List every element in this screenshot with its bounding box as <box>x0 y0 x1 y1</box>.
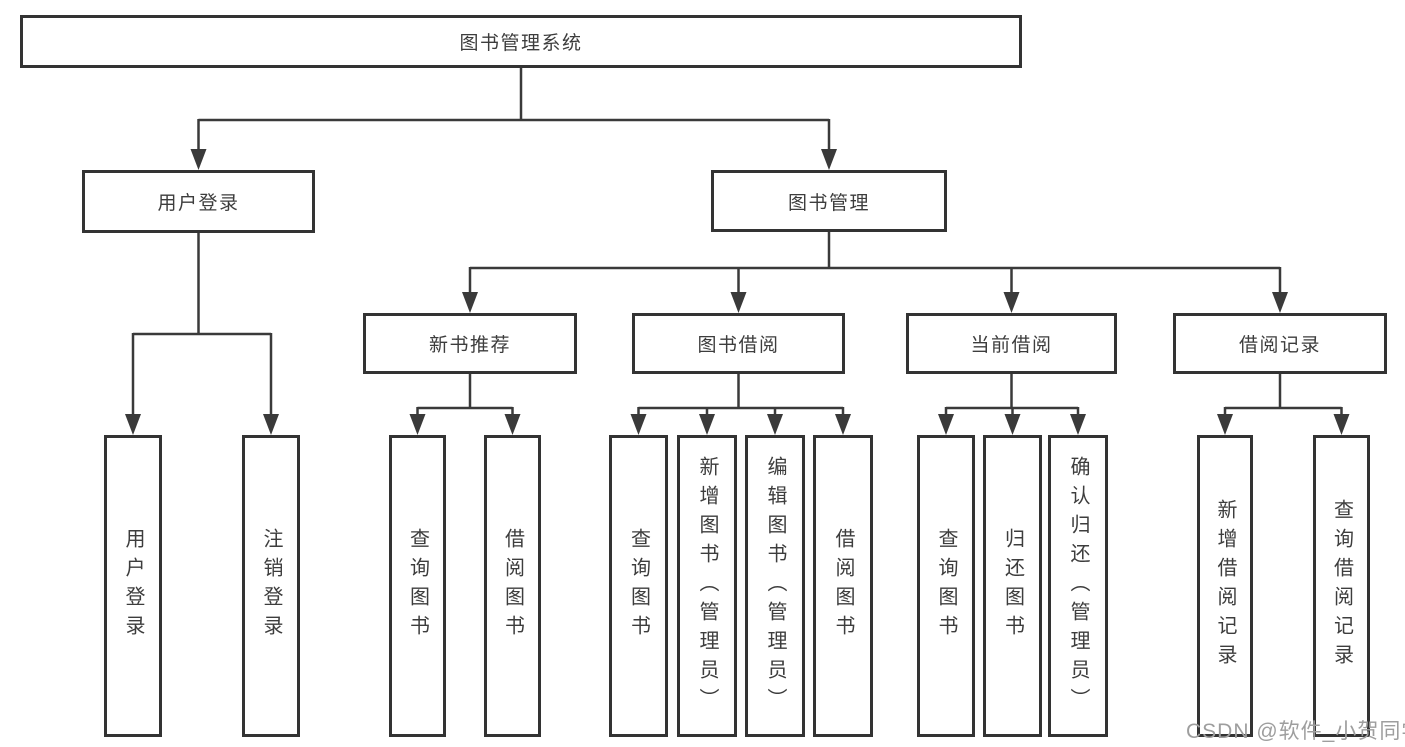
node-query-books-current: 查询图书 <box>917 435 975 737</box>
node-borrow-books-recommend: 借阅图书 <box>484 435 541 737</box>
node-label: 图书借阅 <box>697 335 780 356</box>
node-user-login-group: 用户登录 <box>82 170 315 233</box>
node-label: 用户登录 <box>157 193 240 214</box>
node-label: 借阅图书 <box>501 528 524 644</box>
node-label: 新增借阅记录 <box>1214 499 1236 673</box>
node-book-borrowing: 图书借阅 <box>632 313 845 374</box>
node-confirm-return-admin: 确认归还（管理员） <box>1048 435 1108 737</box>
node-label: 注销登录 <box>260 528 282 644</box>
node-label: 查询图书 <box>406 528 429 644</box>
node-borrowing-records: 借阅记录 <box>1173 313 1387 374</box>
node-borrow-books: 借阅图书 <box>813 435 873 737</box>
node-query-borrow-record: 查询借阅记录 <box>1313 435 1370 737</box>
node-label: 借阅图书 <box>832 528 854 644</box>
node-label: 图书管理系统 <box>459 33 583 54</box>
node-logout: 注销登录 <box>242 435 300 737</box>
node-user-login: 用户登录 <box>104 435 162 737</box>
node-query-books-borrow: 查询图书 <box>609 435 668 737</box>
node-book-management: 图书管理 <box>711 170 947 232</box>
node-label: 归还图书 <box>1001 528 1024 644</box>
node-return-book: 归还图书 <box>983 435 1042 737</box>
node-label: 新书推荐 <box>428 335 511 356</box>
node-new-book-recommendation: 新书推荐 <box>363 313 577 374</box>
node-label: 图书管理 <box>787 192 870 214</box>
node-label: 借阅记录 <box>1238 335 1321 356</box>
node-current-borrowing: 当前借阅 <box>906 313 1117 374</box>
node-label: 新增图书（管理员） <box>696 455 718 717</box>
node-label: 查询借阅记录 <box>1330 499 1353 673</box>
node-query-books-recommend: 查询图书 <box>389 435 446 737</box>
watermark: CSDN @软件_小贺同学 <box>1186 720 1405 743</box>
node-add-borrow-record: 新增借阅记录 <box>1197 435 1253 737</box>
node-label: 确认归还（管理员） <box>1067 455 1089 717</box>
node-library-management-system: 图书管理系统 <box>20 15 1022 68</box>
node-label: 编辑图书（管理员） <box>764 455 786 717</box>
node-edit-book-admin: 编辑图书（管理员） <box>745 435 805 737</box>
node-add-book-admin: 新增图书（管理员） <box>677 435 737 737</box>
node-label: 用户登录 <box>122 528 144 644</box>
node-label: 查询图书 <box>627 528 650 644</box>
node-label: 查询图书 <box>935 528 957 644</box>
node-label: 当前借阅 <box>970 335 1053 356</box>
